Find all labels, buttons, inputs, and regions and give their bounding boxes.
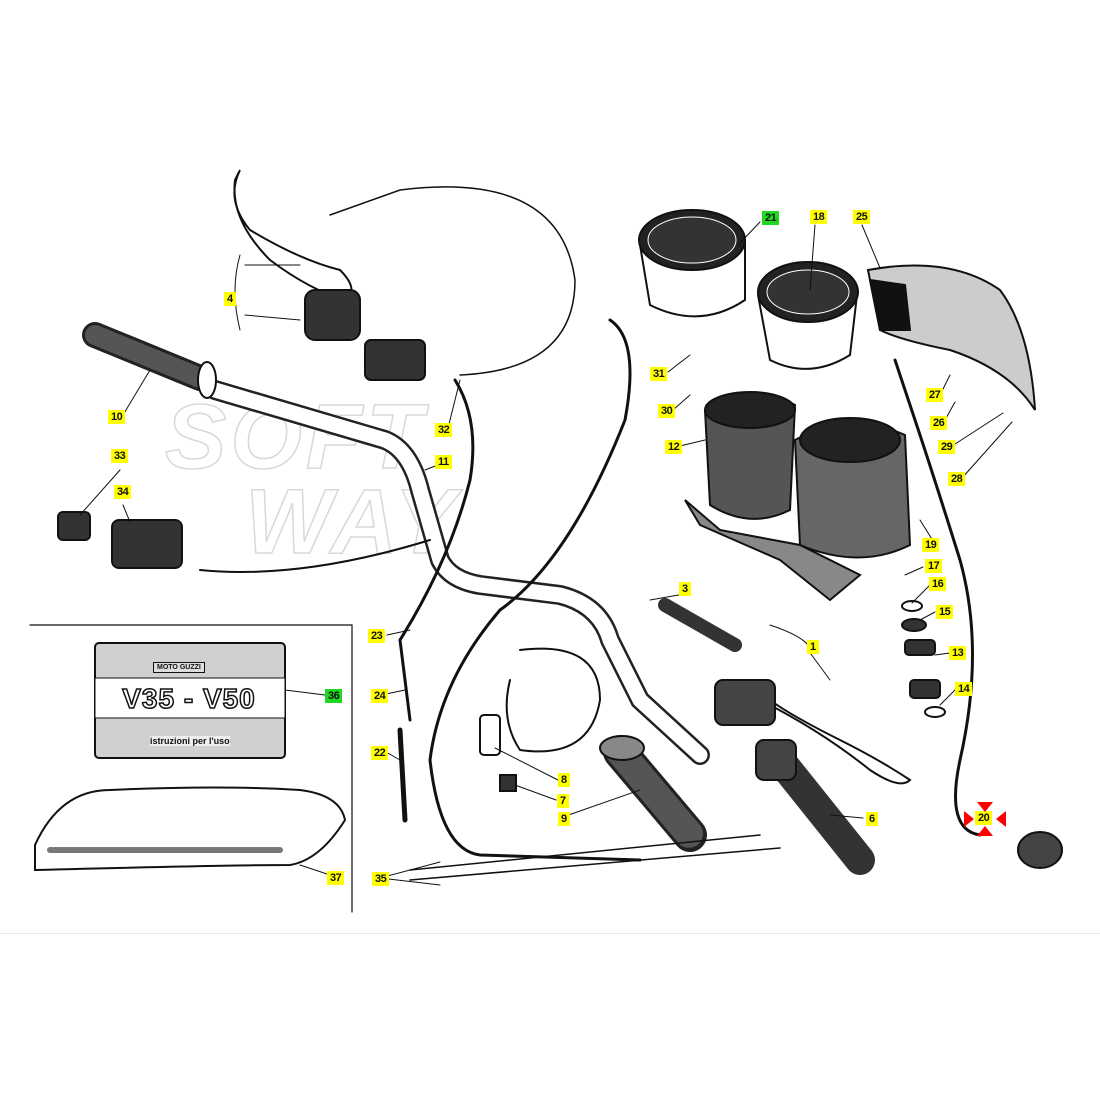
- clutch-lever: [233, 169, 353, 302]
- callout-36[interactable]: 36: [325, 689, 343, 703]
- callout-33[interactable]: 33: [111, 449, 129, 463]
- callout-21[interactable]: 21: [762, 211, 780, 225]
- callout-30[interactable]: 30: [658, 404, 676, 418]
- callout-9[interactable]: 9: [558, 812, 570, 826]
- cables-35: [409, 834, 781, 881]
- part-33: [57, 511, 91, 541]
- rubber-13: [904, 639, 936, 656]
- callout-13[interactable]: 13: [949, 646, 967, 660]
- wiring: [199, 539, 431, 573]
- boot-3: [658, 598, 742, 652]
- throttle-housing: [755, 739, 797, 781]
- left-grip: [82, 322, 217, 399]
- brake-lever-bracket: [714, 679, 776, 726]
- callout-37[interactable]: 37: [327, 871, 345, 885]
- connector-7: [499, 774, 517, 792]
- callout-20[interactable]: 20: [975, 811, 993, 825]
- callout-35[interactable]: 35: [372, 872, 390, 886]
- part-34: [111, 519, 183, 569]
- callout-31[interactable]: 31: [650, 367, 668, 381]
- callout-18[interactable]: 18: [810, 210, 828, 224]
- throttle-cable: [428, 318, 642, 862]
- instrument-cover-25: [866, 264, 1036, 411]
- callout-16[interactable]: 16: [929, 577, 947, 591]
- callout-1[interactable]: 1: [807, 640, 819, 654]
- callout-3[interactable]: 3: [679, 582, 691, 596]
- tachometer-18: [757, 261, 859, 370]
- right-grip: [599, 735, 707, 852]
- part-22: [397, 727, 408, 823]
- brake-lever: [759, 699, 912, 785]
- rev-counter-cable: [893, 358, 982, 837]
- callout-26[interactable]: 26: [930, 416, 948, 430]
- callout-11[interactable]: 11: [435, 455, 452, 469]
- callout-28[interactable]: 28: [948, 472, 966, 486]
- speedo-cable: [398, 378, 475, 722]
- callout-6[interactable]: 6: [866, 812, 878, 826]
- callout-17[interactable]: 17: [925, 559, 943, 573]
- callout-25[interactable]: 25: [853, 210, 871, 224]
- callout-15[interactable]: 15: [936, 605, 954, 619]
- callout-34[interactable]: 34: [114, 485, 132, 499]
- wiring-loop: [505, 647, 602, 753]
- callout-24[interactable]: 24: [371, 689, 389, 703]
- callout-10[interactable]: 10: [108, 410, 126, 424]
- callout-22[interactable]: 22: [371, 746, 389, 760]
- lever-bracket: [304, 289, 361, 341]
- callout-4[interactable]: 4: [224, 292, 236, 306]
- callout-29[interactable]: 29: [938, 440, 956, 454]
- inset-border: [29, 624, 353, 913]
- selection-marker-icon: [964, 802, 1006, 836]
- callout-32[interactable]: 32: [435, 423, 453, 437]
- speedometer-21: [638, 209, 746, 318]
- instrument-housing-12: [684, 391, 912, 602]
- manual-subtitle: istruzioni per l'uso: [150, 736, 230, 746]
- tool-pouch: [34, 786, 347, 872]
- callout-12[interactable]: 12: [665, 440, 683, 454]
- callout-7[interactable]: 7: [557, 794, 569, 808]
- manual-brand-logo: MOTO GUZZI: [153, 662, 205, 673]
- callout-23[interactable]: 23: [368, 629, 386, 643]
- callout-27[interactable]: 27: [926, 388, 944, 402]
- drive-20: [1017, 831, 1063, 869]
- connector-8: [479, 714, 501, 756]
- rubber-13b: [909, 679, 941, 699]
- manual-title: V35 - V50: [121, 682, 256, 715]
- clutch-cable: [329, 186, 576, 376]
- callout-19[interactable]: 19: [922, 538, 940, 552]
- callout-8[interactable]: 8: [558, 773, 570, 787]
- callout-14[interactable]: 14: [955, 682, 973, 696]
- left-switch: [364, 339, 426, 381]
